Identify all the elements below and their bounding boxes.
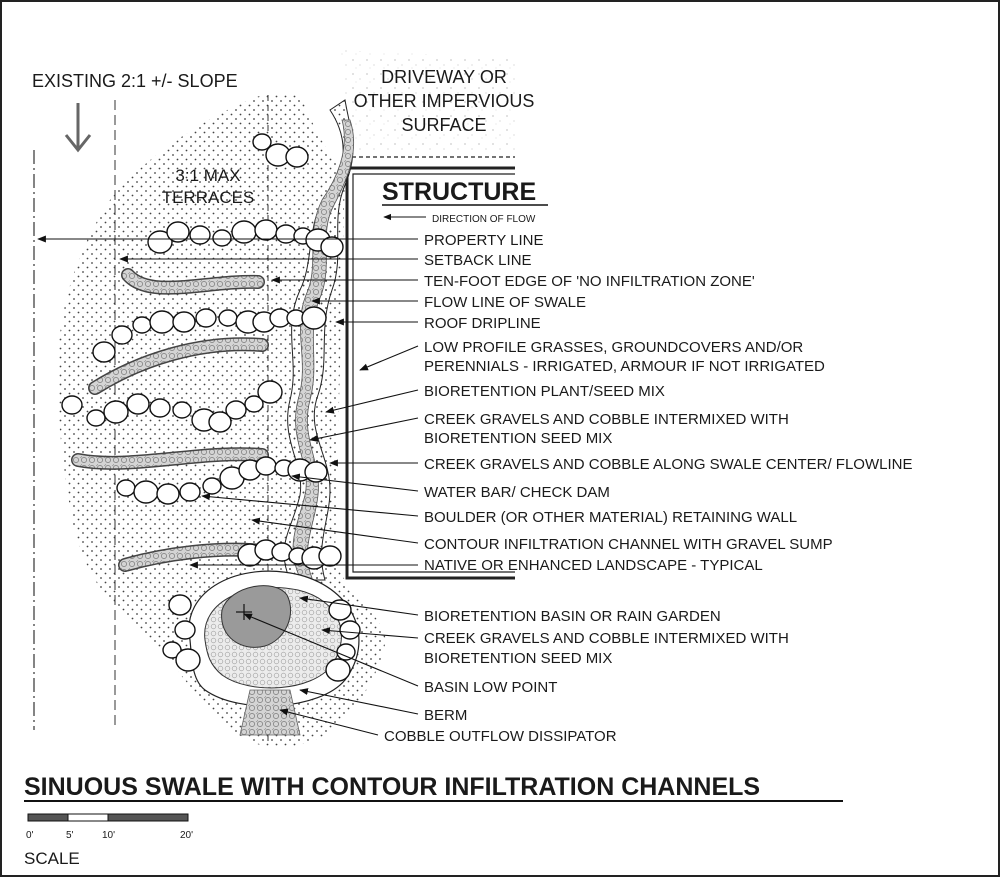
boulder [254, 219, 278, 241]
callout-creek-gravels-center: CREEK GRAVELS AND COBBLE ALONG SWALE CEN… [424, 456, 912, 473]
boulder [202, 477, 222, 495]
cobble-outflow-dissipator [239, 689, 301, 736]
boulder [162, 641, 182, 659]
scale-tick-5: 5' [66, 830, 74, 841]
scale-tick-0: 0' [26, 830, 34, 841]
structure-outline [345, 166, 515, 580]
callout-low-profile-2: PERENNIALS - IRRIGATED, ARMOUR IF NOT IR… [424, 358, 825, 375]
boulder [156, 483, 180, 505]
basin-low-point-area [221, 585, 292, 648]
boulder [318, 545, 342, 567]
boulder [166, 221, 190, 243]
terraces-label-1: 3:1 MAX [175, 166, 240, 185]
boulder [212, 229, 232, 247]
direction-of-flow-label: DIRECTION OF FLOW [432, 214, 536, 225]
boulder [301, 306, 327, 330]
callout-setback-line: SETBACK LINE [424, 252, 532, 269]
driveway-label-2: OTHER IMPERVIOUS [354, 91, 535, 111]
boulder [172, 311, 196, 333]
callout-basin-low-point: BASIN LOW POINT [424, 679, 557, 696]
boulder [275, 224, 297, 244]
driveway-label-1: DRIVEWAY OR [381, 67, 507, 87]
callout-contour-channel: CONTOUR INFILTRATION CHANNEL WITH GRAVEL… [424, 536, 833, 553]
boulder [285, 146, 309, 168]
boulder [325, 658, 351, 682]
callout-roof-dripline: ROOF DRIPLINE [424, 315, 541, 332]
boulder [195, 308, 217, 328]
callout-property-line: PROPERTY LINE [424, 232, 544, 249]
callout-berm: BERM [424, 707, 467, 724]
structure-label: STRUCTURE [382, 178, 536, 206]
boulder [116, 479, 136, 497]
boulder [336, 643, 356, 661]
boulder [133, 480, 159, 504]
boulder [252, 133, 272, 151]
boulder [218, 309, 238, 327]
driveway-label-3: SURFACE [401, 115, 486, 135]
callout-bioretention-plant-mix: BIORETENTION PLANT/SEED MIX [424, 383, 665, 400]
boulder [174, 620, 196, 640]
boulder [61, 395, 83, 415]
callout-flow-line: FLOW LINE OF SWALE [424, 294, 586, 311]
callout-water-bar: WATER BAR/ CHECK DAM [424, 484, 610, 501]
callout-leaders [37, 235, 419, 736]
boulder [231, 220, 257, 244]
boulder [149, 398, 171, 418]
boulder [132, 316, 152, 334]
boulder [172, 401, 192, 419]
terraces-label-2: TERRACES [162, 188, 255, 207]
callout-boulder-wall: BOULDER (OR OTHER MATERIAL) RETAINING WA… [424, 509, 797, 526]
boulder [147, 230, 173, 254]
boulder [255, 456, 277, 476]
boulder [304, 461, 328, 483]
boulder [189, 225, 211, 245]
boulder [244, 395, 264, 413]
drawing-title: SINUOUS SWALE WITH CONTOUR INFILTRATION … [24, 773, 760, 801]
boulder-retaining-walls [61, 133, 361, 682]
callout-native-landscape: NATIVE OR ENHANCED LANDSCAPE - TYPICAL [424, 557, 763, 574]
boulder [168, 594, 192, 616]
boulder [175, 648, 201, 672]
callout-creek-gravels-2a: CREEK GRAVELS AND COBBLE INTERMIXED WITH [424, 630, 789, 647]
scale-tick-20: 20' [180, 830, 193, 841]
scale-tick-10: 10' [102, 830, 115, 841]
boulder [103, 400, 129, 424]
boulder [339, 620, 361, 640]
boulder [208, 411, 232, 433]
boulder [111, 325, 133, 345]
boulder [320, 236, 344, 258]
callout-creek-gravels-1b: BIORETENTION SEED MIX [424, 430, 612, 447]
callout-creek-gravels-1a: CREEK GRAVELS AND COBBLE INTERMIXED WITH [424, 411, 789, 428]
callout-ten-foot-edge: TEN-FOOT EDGE OF 'NO INFILTRATION ZONE' [424, 273, 755, 290]
slope-label: EXISTING 2:1 +/- SLOPE [32, 71, 238, 91]
boulder [126, 393, 150, 415]
boulder [225, 400, 247, 420]
boulder [179, 482, 201, 502]
scale-bar [27, 813, 189, 822]
scale-label: SCALE [24, 849, 80, 868]
boulder [86, 409, 106, 427]
boulder [149, 310, 175, 334]
slope-arrow-icon [64, 103, 92, 153]
callout-basin: BIORETENTION BASIN OR RAIN GARDEN [424, 608, 721, 625]
boulder [92, 341, 116, 363]
callout-outflow: COBBLE OUTFLOW DISSIPATOR [384, 728, 617, 745]
callout-creek-gravels-2b: BIORETENTION SEED MIX [424, 650, 612, 667]
callout-low-profile-1: LOW PROFILE GRASSES, GROUNDCOVERS AND/OR [424, 339, 803, 356]
driveway-surface [335, 50, 515, 150]
boulder [257, 380, 283, 404]
